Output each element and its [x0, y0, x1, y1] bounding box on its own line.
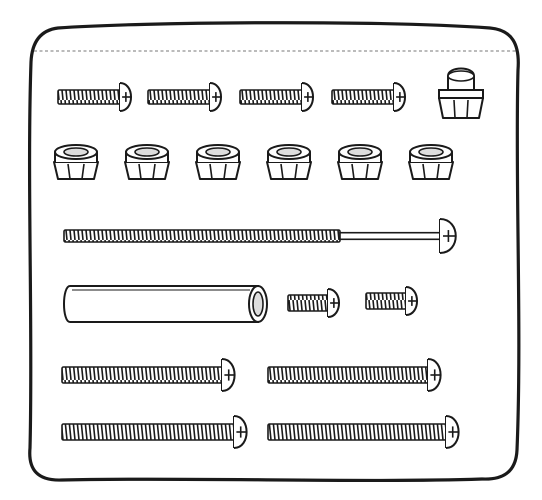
- lock-nuts-row: [53, 144, 454, 180]
- lock-nut-6: [408, 144, 454, 180]
- short-machine-screw-3: [239, 82, 315, 112]
- medium-bolt-1: [61, 358, 236, 392]
- small-screw-2: [365, 286, 419, 316]
- medium-bolt-3: [61, 415, 248, 449]
- short-machine-screw-4: [331, 82, 407, 112]
- lock-nut-4: [266, 144, 312, 180]
- medium-bolt-4: [267, 415, 460, 449]
- lock-nut-5: [337, 144, 383, 180]
- bag-outline: [27, 21, 521, 483]
- lock-nut-1: [53, 144, 99, 180]
- short-machine-screws-row: [57, 82, 407, 112]
- long-bolt: [63, 218, 457, 254]
- long-bolt-shank: [63, 218, 457, 254]
- short-machine-screw-1: [57, 82, 133, 112]
- medium-bolt-2: [267, 358, 442, 392]
- short-machine-screw-2: [147, 82, 223, 112]
- small-screws-row: [287, 286, 419, 318]
- spacer-tube: [63, 285, 268, 323]
- small-screw-1: [287, 288, 341, 318]
- lock-nut-2: [124, 144, 170, 180]
- medium-bolts-grid: [61, 358, 460, 449]
- lock-nut-3: [195, 144, 241, 180]
- cap-nut: [438, 67, 484, 119]
